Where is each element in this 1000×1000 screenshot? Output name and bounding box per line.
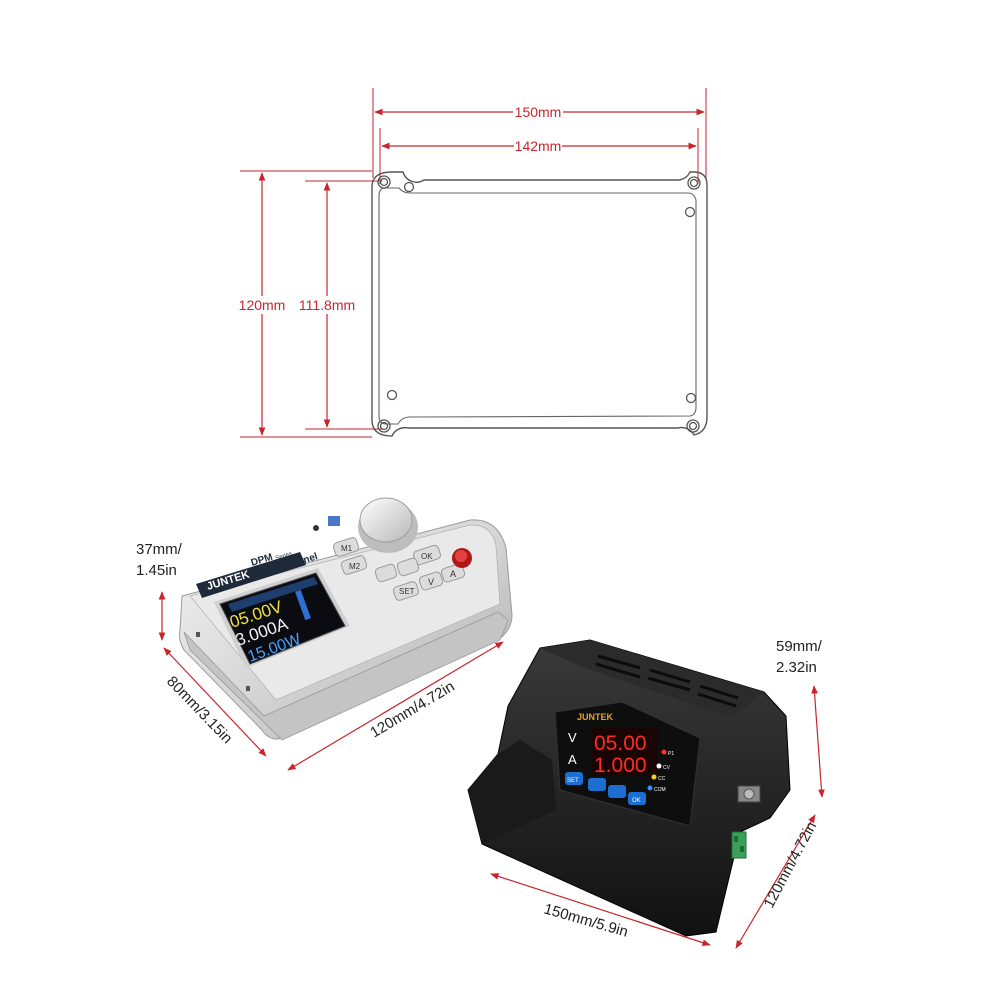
pm-btn-up[interactable] (608, 785, 626, 798)
cp-key-set[interactable]: SET (392, 581, 420, 602)
pm-indicator-leds: P1 CV CC COM (647, 749, 674, 793)
top-view-drawing: 150mm 142mm 120mm 111.8mm (238, 88, 708, 438)
cp-screen: 05.00V 3.000A 15.00W (214, 568, 350, 668)
svg-text:COM: COM (654, 787, 666, 793)
enclosure-outline-inner (378, 187, 697, 425)
svg-text:OK: OK (421, 552, 433, 561)
pm-height-label-2: 2.32in (776, 659, 817, 676)
pm-width-arrow (490, 873, 711, 946)
svg-text:M1: M1 (341, 544, 353, 553)
pm-seven-seg-display: 05.00 1.000 (592, 728, 658, 777)
svg-text:M2: M2 (349, 562, 361, 571)
cp-usb-icon (328, 516, 340, 526)
pm-terminals (731, 785, 761, 859)
pm-label-a: A (568, 752, 577, 767)
svg-text:SET: SET (567, 778, 579, 784)
pm-depth-arrow (735, 814, 816, 949)
pm-height-label-1: 59mm/ (776, 638, 823, 655)
pm-width-label: 150mm/5.9in (542, 901, 630, 941)
pm-label-v: V (568, 730, 577, 745)
cp-height-label-2: 1.45in (136, 562, 177, 579)
dim-height-inner: 111.8mm (299, 297, 355, 313)
pm-height-arrow (811, 685, 825, 798)
pm-brand: JUNTEK (577, 712, 614, 722)
pm-btn-down[interactable] (588, 778, 606, 791)
dim-width-outer: 150mm (515, 104, 562, 120)
cp-key-a[interactable]: A (440, 563, 466, 583)
cp-series: Series (275, 551, 293, 562)
pm-current-readout: 1.000 (594, 754, 647, 777)
svg-text:P1: P1 (668, 751, 674, 757)
cp-key-v[interactable]: V (418, 571, 444, 591)
pm-depth-label: 120mm/4.72in (761, 819, 821, 911)
svg-text:CV: CV (663, 765, 671, 771)
svg-text:SET: SET (399, 587, 415, 596)
pm-btn-set[interactable]: SET (565, 772, 583, 785)
cp-height-label-1: 37mm/ (136, 541, 183, 558)
control-panel-device: JUNTEK DPM Series Control Panel 05.00V 3… (179, 497, 513, 741)
cp-width-arrow (287, 641, 504, 771)
enclosure-outline-outer (371, 171, 708, 437)
pm-btn-ok[interactable]: OK (628, 792, 646, 805)
cp-key-m1[interactable]: M1 (332, 537, 360, 558)
control-panel-section: 37mm/ 1.45in 80mm/3.15in 120mm/4.72in JU… (136, 497, 513, 771)
cp-knob[interactable] (358, 497, 418, 553)
dim-height-outer: 120mm (239, 297, 286, 313)
pm-voltage-readout: 05.00 (594, 732, 647, 755)
svg-text:V: V (428, 577, 434, 587)
svg-text:A: A (450, 569, 456, 579)
mounting-holes (377, 175, 701, 433)
cp-key-right[interactable] (396, 557, 420, 577)
power-module-section: 59mm/ 2.32in 150mm/5.9in 120mm/4.72in JU… (467, 638, 825, 949)
cp-key-m2[interactable]: M2 (340, 555, 368, 576)
power-module-device: JUNTEK V A 05.00 1.000 P1 CV CC COM SET (467, 639, 791, 937)
svg-text:CC: CC (658, 776, 666, 782)
dim-width-inner: 142mm (515, 138, 562, 154)
cp-power-button[interactable] (452, 548, 472, 568)
cp-depth-arrow (163, 647, 267, 757)
cp-key-left[interactable] (374, 563, 398, 583)
cp-status-led (313, 525, 319, 531)
svg-text:OK: OK (632, 798, 641, 804)
pm-vents (595, 654, 739, 708)
